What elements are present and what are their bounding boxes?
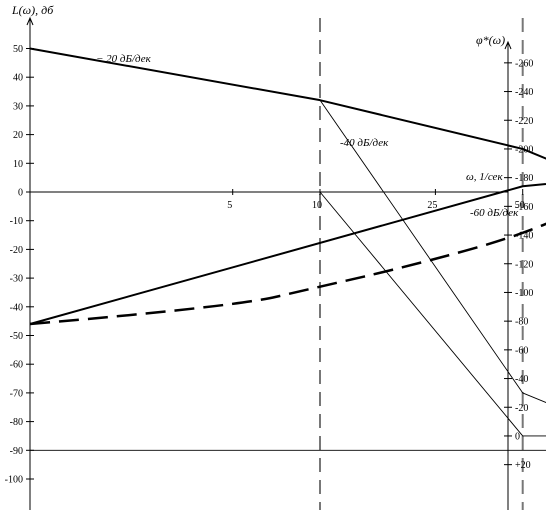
- right-tick-label: -100: [515, 288, 533, 299]
- series-layer: [29, 47, 546, 451]
- left-tick-label: -100: [5, 475, 23, 486]
- series-line-5: [29, 222, 546, 326]
- left-tick-label: 10: [13, 159, 23, 170]
- left-axis-title: L(ω), дб: [11, 3, 54, 17]
- right-tick-label: -240: [515, 87, 533, 98]
- left-y-axis-arrow: [26, 16, 34, 26]
- x-tick-label: 5: [227, 200, 232, 211]
- x-tick-label: 25: [427, 200, 437, 211]
- left-tick-label: -70: [10, 388, 23, 399]
- right-tick-label: -80: [515, 317, 528, 328]
- left-tick-label: -60: [10, 360, 23, 371]
- left-tick-label: -90: [10, 446, 23, 457]
- left-tick-label: 30: [13, 101, 23, 112]
- right-tick-label: -200: [515, 144, 533, 155]
- right-tick-label: -40: [515, 374, 528, 385]
- right-tick-label: -180: [515, 173, 533, 184]
- x-axis-label: ω, 1/сек: [466, 171, 503, 183]
- right-tick-label: -140: [515, 231, 533, 242]
- labels-layer: 50403020100-10-20-30-40-50-60-70-80-90-1…: [5, 3, 534, 486]
- right-axis-title: φ*(ω): [476, 33, 505, 47]
- left-tick-label: -50: [10, 331, 23, 342]
- right-tick-label: +20: [515, 460, 531, 471]
- right-y-axis-arrow: [504, 40, 512, 50]
- series-line-3: [319, 191, 546, 437]
- right-tick-label: -160: [515, 202, 533, 213]
- right-tick-label: -220: [515, 116, 533, 127]
- right-tick-label: -60: [515, 345, 528, 356]
- left-tick-label: -40: [10, 302, 23, 313]
- slope-annotation: -40 дБ/дек: [340, 137, 389, 149]
- right-tick-label: -120: [515, 259, 533, 270]
- left-tick-label: -80: [10, 417, 23, 428]
- x-tick-label: 50: [515, 200, 525, 211]
- left-tick-label: 50: [13, 44, 23, 55]
- left-tick-label: -20: [10, 245, 23, 256]
- slope-annotation: − 20 дБ/дек: [96, 53, 152, 65]
- right-tick-label: -260: [515, 58, 533, 69]
- left-tick-label: -30: [10, 274, 23, 285]
- right-tick-label: 0: [515, 431, 520, 442]
- x-tick-label: 10: [312, 200, 322, 211]
- left-tick-label: 20: [13, 130, 23, 141]
- left-tick-label: 0: [18, 188, 23, 199]
- series-line-2: [319, 99, 546, 403]
- left-tick-label: 40: [13, 73, 23, 84]
- left-tick-label: -10: [10, 216, 23, 227]
- grid-layer: [319, 18, 524, 510]
- axes-layer: [26, 16, 524, 510]
- series-line-1: [29, 182, 546, 325]
- slope-annotation: -60 дБ/дек: [470, 207, 519, 219]
- right-tick-label: -20: [515, 403, 528, 414]
- series-line-0: [29, 47, 546, 160]
